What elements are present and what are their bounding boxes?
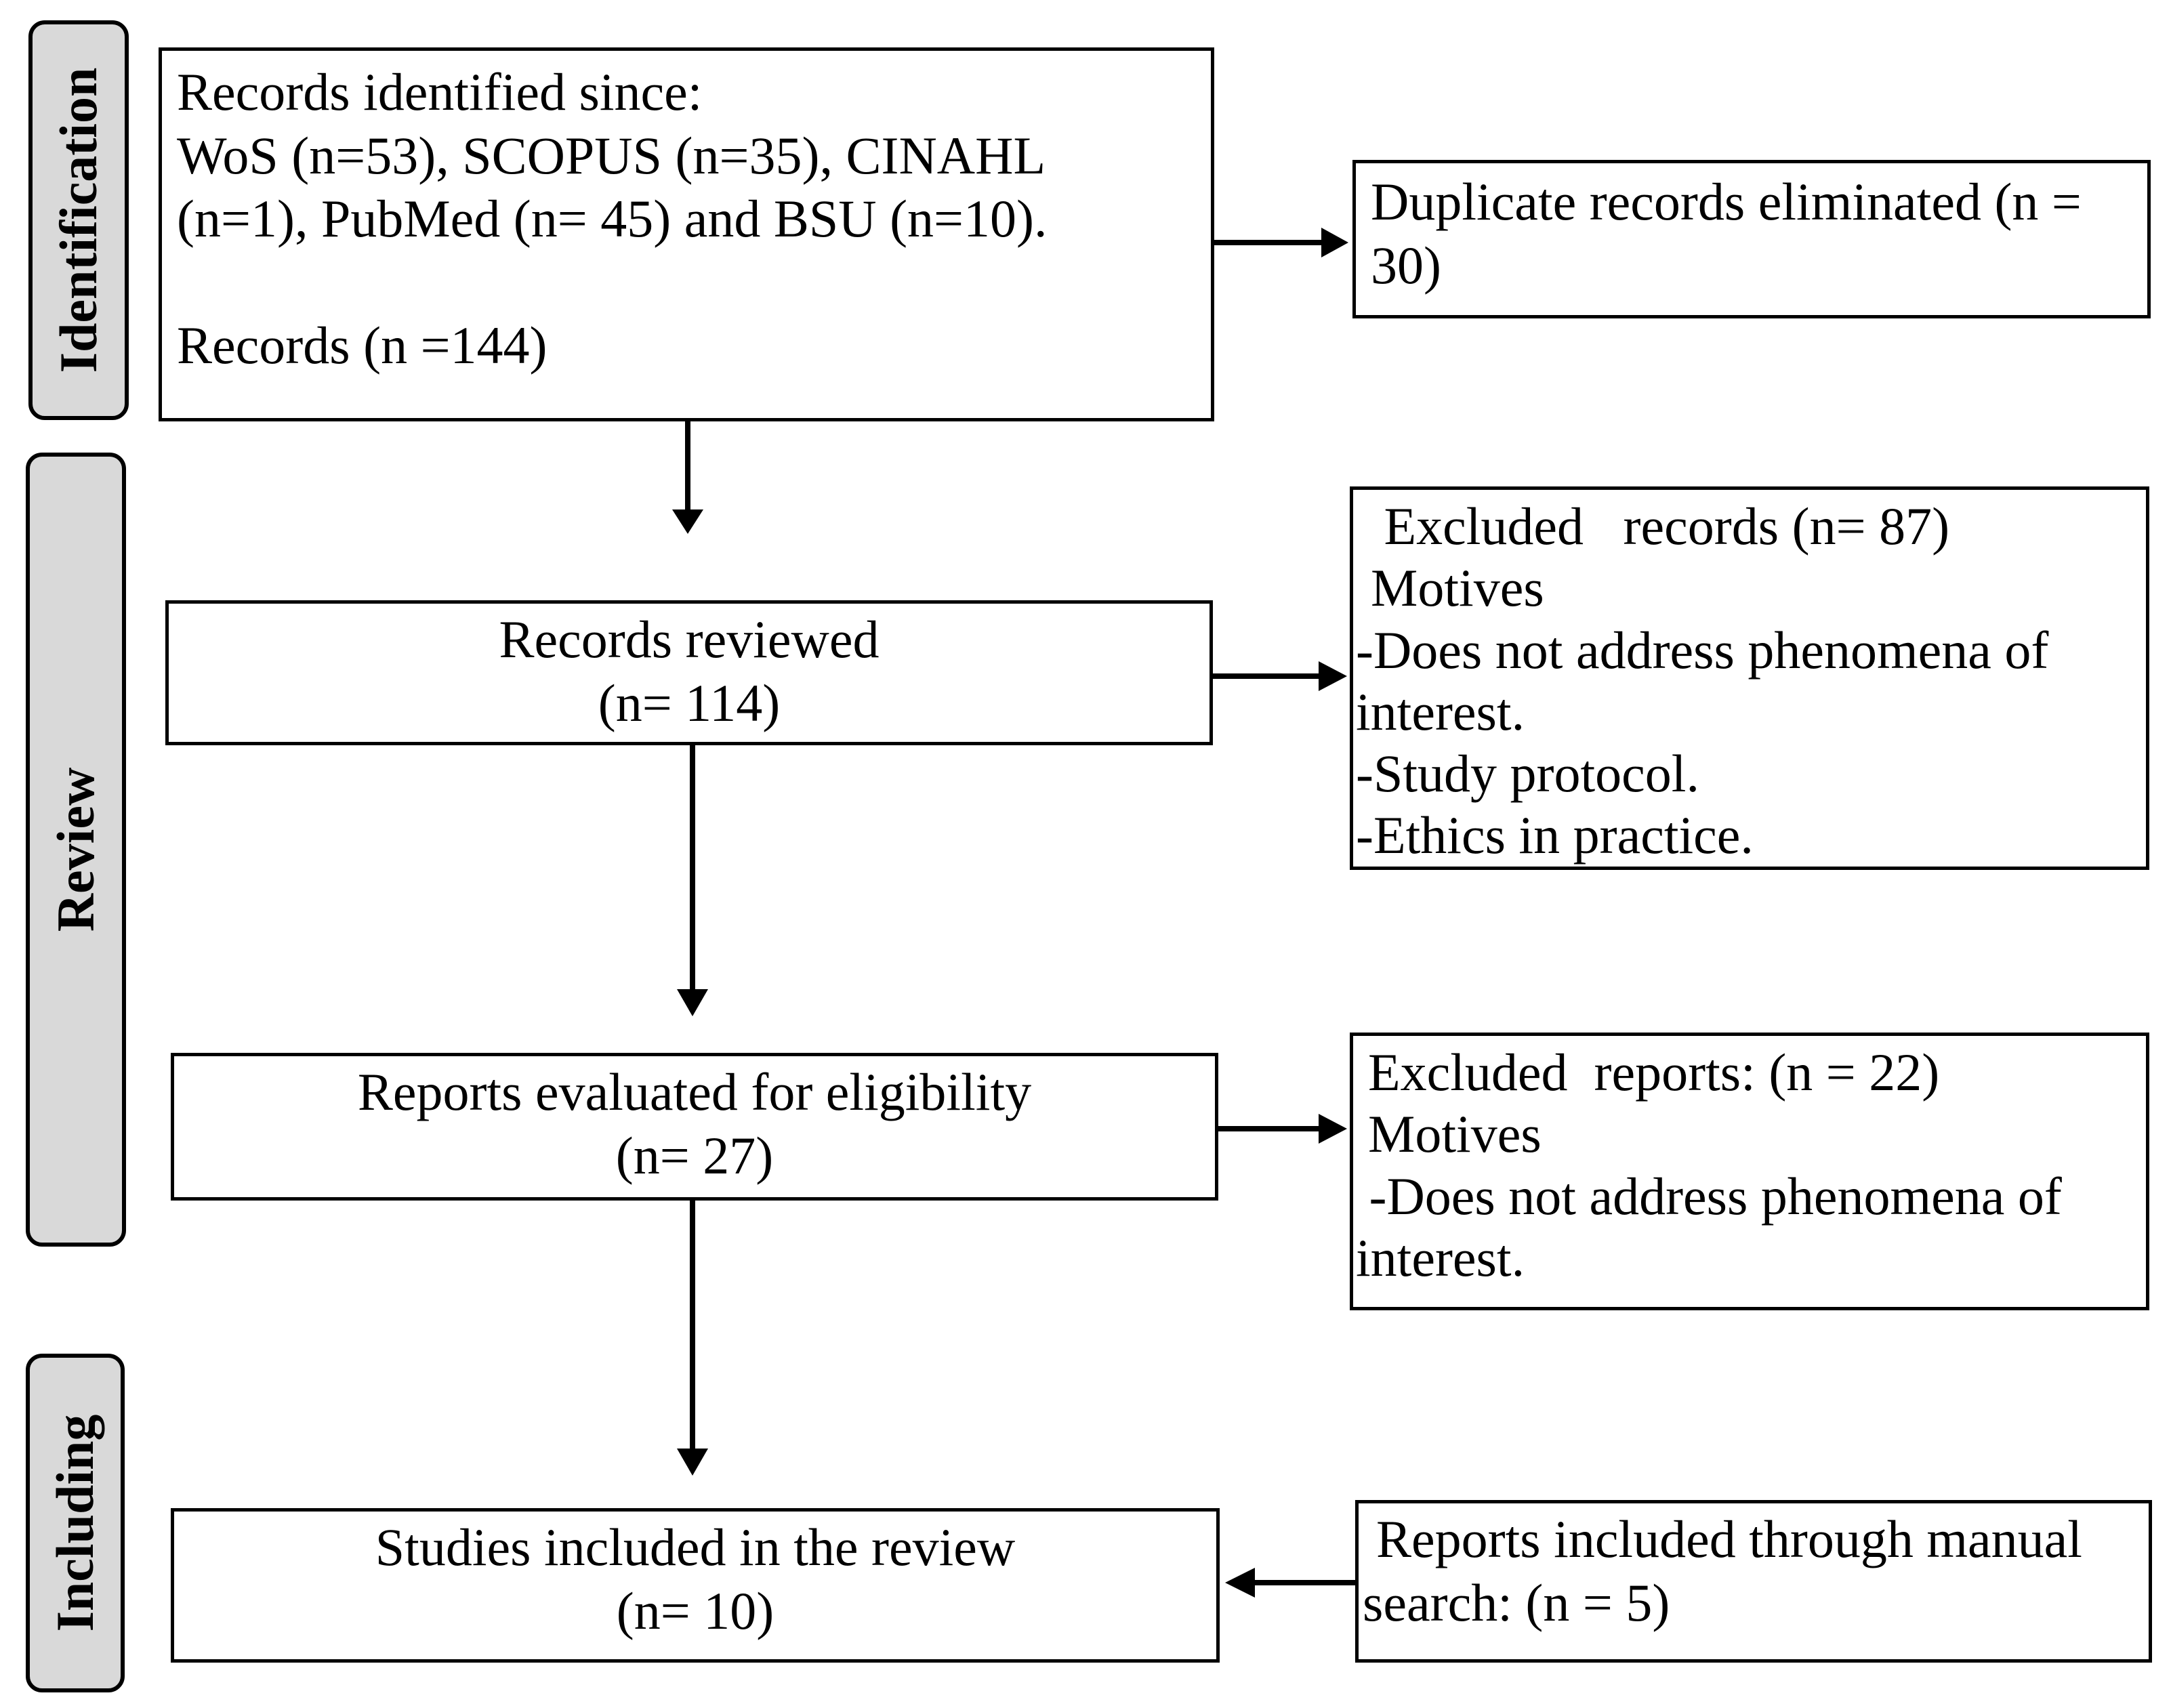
arrowhead-right-1 <box>1321 228 1348 257</box>
reports-evaluated-box: Reports evaluated for eligibility (n= 27… <box>171 1053 1218 1201</box>
studies-included-box: Studies included in the review (n= 10) <box>171 1508 1220 1663</box>
records-identified-line: (n=1), PubMed (n= 45) and BSU (n=10). <box>177 189 1048 249</box>
duplicates-line: Duplicate records eliminated (n = <box>1371 172 2082 231</box>
excluded-records-line: interest. <box>1356 682 1525 741</box>
excluded-records-line: Motives <box>1371 558 1544 618</box>
manual-search-line: Reports included through manual <box>1376 1509 2082 1568</box>
excluded-records-line: -Ethics in practice. <box>1356 806 1754 865</box>
duplicates-line: 30) <box>1371 235 1441 295</box>
records-identified-box: Records identified since: WoS (n=53), SC… <box>159 47 1214 421</box>
manual-search-line: search: (n = 5) <box>1363 1572 1670 1632</box>
arrowhead-down-1 <box>672 509 703 534</box>
arrowhead-down-2 <box>677 989 708 1016</box>
arrowhead-down-3 <box>677 1449 708 1476</box>
excluded-records-line: Excluded records (n= 87) <box>1371 497 1950 556</box>
reports-evaluated-line: (n= 27) <box>615 1125 774 1185</box>
reports-evaluated-line: Reports evaluated for eligibility <box>357 1062 1032 1121</box>
excluded-reports-line: -Does not address phenomena of <box>1356 1166 2062 1226</box>
records-identified-line: WoS (n=53), SCOPUS (n=35), CINAHL <box>177 125 1046 185</box>
duplicates-box: Duplicate records eliminated (n = 30) <box>1352 160 2151 318</box>
excluded-reports-line: Motives <box>1368 1104 1542 1164</box>
records-reviewed-line: (n= 114) <box>598 673 781 732</box>
excluded-records-line: -Does not address phenomena of <box>1356 620 2049 680</box>
excluded-records-line: -Study protocol. <box>1356 744 1699 803</box>
excluded-reports-line: interest. <box>1356 1228 1525 1287</box>
studies-included-line: Studies included in the review <box>375 1518 1016 1577</box>
studies-included-line: (n= 10) <box>616 1581 774 1640</box>
records-identified-line: Records (n =144) <box>177 316 547 375</box>
records-identified-line: Records identified since: <box>177 62 703 121</box>
arrowhead-right-3 <box>1319 1114 1347 1144</box>
phase-identification: Identification <box>28 20 129 420</box>
records-reviewed-line: Records reviewed <box>499 610 880 669</box>
records-reviewed-box: Records reviewed (n= 114) <box>165 600 1213 745</box>
arrowhead-left-1 <box>1225 1568 1255 1598</box>
excluded-records-box: Excluded records (n= 87) Motives -Does n… <box>1350 486 2149 870</box>
excluded-reports-line: Excluded reports: (n = 22) <box>1368 1043 1940 1102</box>
excluded-reports-box: Excluded reports: (n = 22) Motives -Does… <box>1350 1033 2149 1310</box>
phase-review: Review <box>26 453 126 1247</box>
manual-search-box: Reports included through manual search: … <box>1355 1500 2152 1663</box>
phase-including: Including <box>26 1354 125 1692</box>
arrowhead-right-2 <box>1319 661 1347 691</box>
